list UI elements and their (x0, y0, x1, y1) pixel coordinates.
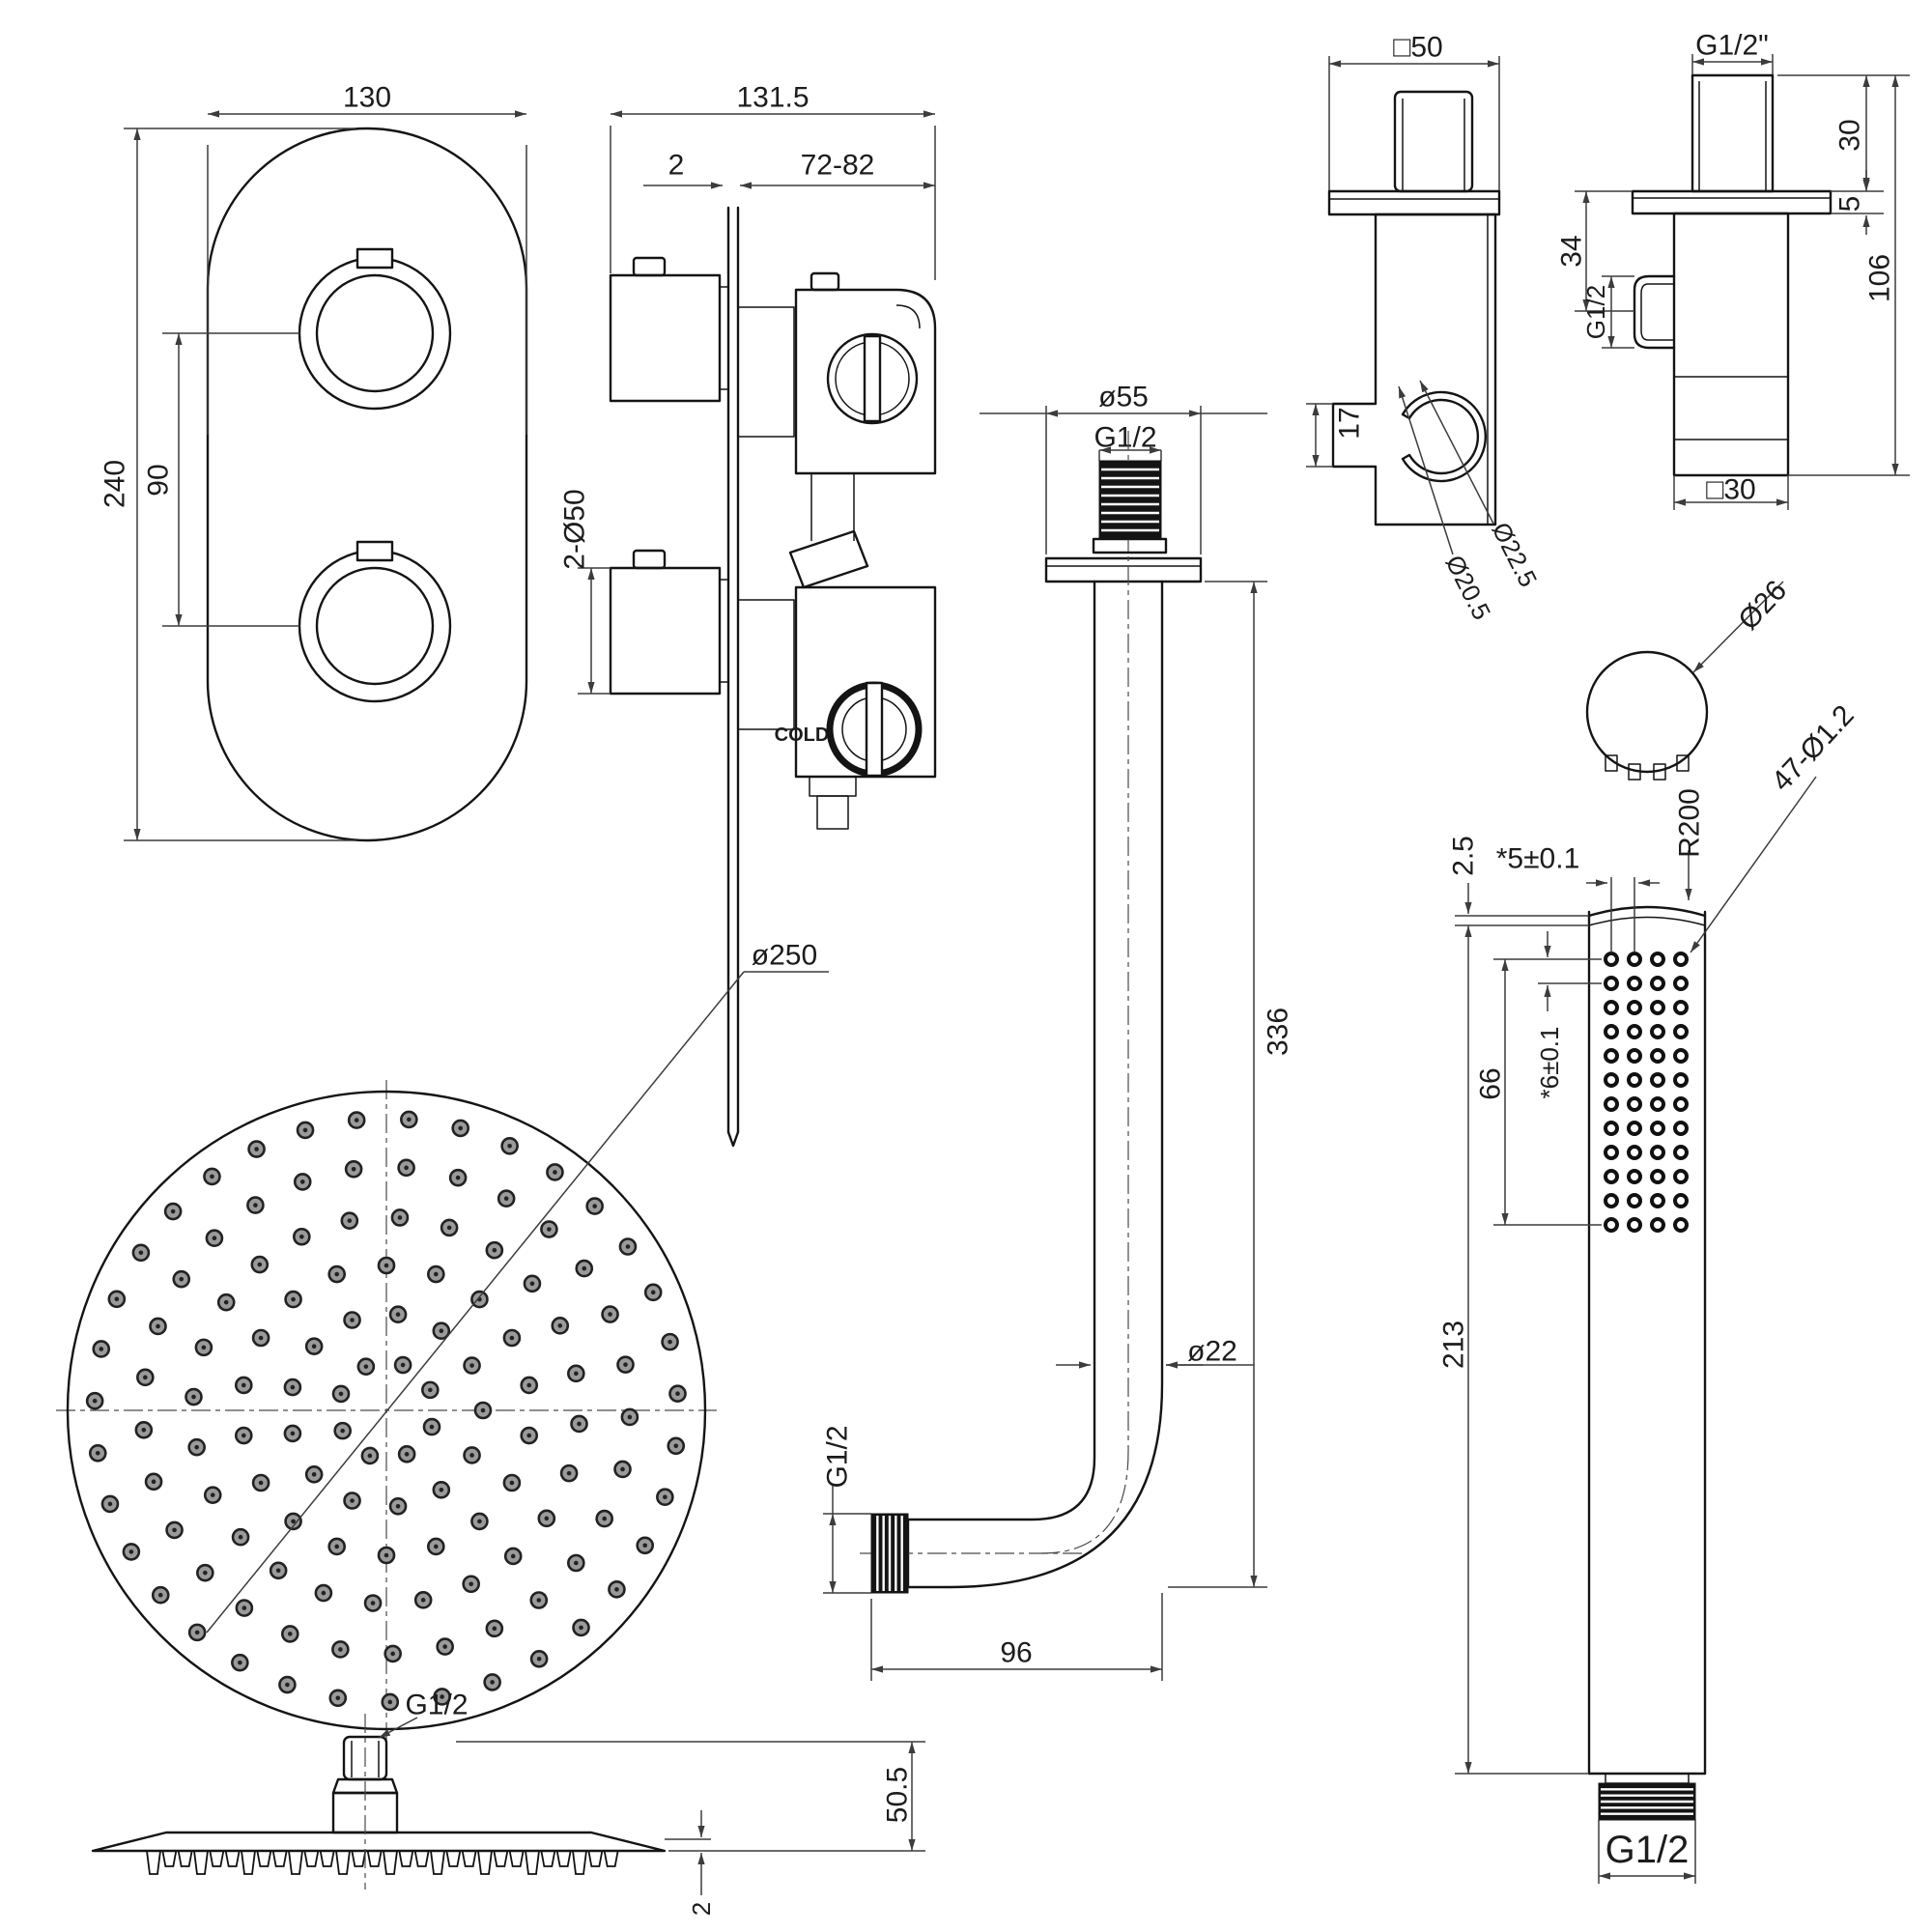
dim-hole-field: 66 (1475, 1067, 1507, 1099)
dim-arm-thread: G1/2 (1094, 422, 1156, 454)
valve-knob-top (298, 256, 452, 411)
dim-valve-depth-total: 131.5 (736, 82, 809, 114)
ceiling-arm-view: ø55 G1/2 336 ø22 G1/2 (822, 382, 1294, 1681)
outlet-side-stub (1690, 73, 1775, 193)
dim-hole-col-spacing: *5±0.1 (1496, 843, 1580, 875)
dim-arm-outlet-thread: G1/2 (822, 1425, 854, 1488)
cold-port-label: COLD (775, 724, 830, 746)
outlet-side-flange (1631, 189, 1833, 215)
check-valve-flap (788, 529, 869, 589)
rain-head-plate (91, 1831, 667, 1853)
rain-head-face (66, 1090, 707, 1731)
arm-collar (1092, 537, 1168, 554)
outlet-body (1331, 213, 1497, 526)
dim-holder-depth: 17 (1334, 407, 1366, 439)
outlet-thread-stub (1393, 90, 1474, 193)
dim-handset-thread: G1/2 (1605, 1829, 1690, 1871)
dim-holder-outer-dia: Ø22.5 (1486, 518, 1543, 592)
valve-side-view: 131.5 2 72-82 2-Ø50 COLD (559, 82, 937, 1148)
dim-knob-spacing: 90 (143, 464, 175, 496)
dim-valve-height: 240 (99, 460, 131, 508)
handset-spray-holes (1604, 952, 1689, 1233)
dim-arm-pipe-dia: ø22 (1187, 1336, 1237, 1368)
dim-arm-length: 336 (1263, 1008, 1294, 1056)
handset-view: Ø26 2.5 213 *5±0.1 R200 47-Ø1.2 66 (1438, 575, 1861, 1884)
dim-port-offset: 34 (1556, 235, 1588, 267)
dim-body-square: □30 (1706, 474, 1756, 506)
dim-outlet-total-height: 106 (1864, 254, 1896, 302)
dim-hole-count: 47-Ø1.2 (1766, 699, 1861, 798)
rain-head-side-view: G1/2 50.5 2 (91, 1690, 925, 1916)
arm-ceiling-flange (1044, 556, 1203, 583)
outlet-side-body (1672, 212, 1790, 477)
valve-body-lower (794, 585, 937, 779)
threaded-connectors (870, 460, 1696, 1821)
dim-arm-run: 96 (1000, 1637, 1032, 1669)
dim-outlet-square: □50 (1393, 32, 1443, 64)
valve-port-top (826, 332, 919, 425)
wall-outlet-front-view: □50 17 Ø22.5 Ø20.5 (1306, 32, 1543, 625)
dim-outlet-thread: G1/2" (1695, 30, 1769, 62)
dim-holder-inner-dia: Ø20.5 (1439, 551, 1496, 625)
dim-stub-height: 30 (1834, 119, 1866, 151)
knob-bottom-side (609, 566, 722, 696)
dim-depth-range: 72-82 (801, 150, 875, 182)
dim-rain-edge: 2 (687, 1902, 716, 1916)
knob-top-notch (355, 247, 394, 270)
dim-rain-thread: G1/2 (405, 1690, 468, 1721)
valve-body-upper (794, 288, 937, 475)
dim-handset-lip: 2.5 (1448, 836, 1480, 876)
dim-rain-dia: ø250 (752, 940, 817, 972)
dim-face-radius: R200 (1674, 788, 1706, 858)
dim-plate-thickness: 2 (668, 150, 685, 182)
handset-end-view (1585, 650, 1709, 774)
outlet-flange (1327, 189, 1501, 216)
dim-arm-flange: ø55 (1098, 382, 1149, 413)
dim-valve-width: 130 (343, 82, 391, 114)
dim-knob-diameter: 2-Ø50 (559, 489, 591, 569)
handset-holder-ring (1401, 390, 1487, 483)
wall-outlet-side-view: G1/2" 30 5 106 34 G1 (1556, 30, 1910, 510)
outlet-side-port (1633, 274, 1676, 350)
dim-handset-length: 213 (1438, 1321, 1470, 1369)
knob-bottom-notch (355, 540, 394, 562)
arm-pipe (906, 580, 1096, 1521)
valve-faceplate (206, 127, 528, 842)
rain-head-top-view: ø250 (56, 940, 829, 1741)
knob-top-side (609, 273, 722, 403)
rain-nozzle-teeth (146, 1850, 619, 1875)
dim-flange-thickness: 5 (1834, 196, 1866, 213)
dim-hole-row-spacing: *6±0.1 (1535, 1027, 1564, 1099)
rain-nozzles (85, 1110, 687, 1712)
dim-handset-dia: Ø26 (1732, 575, 1793, 637)
dim-rain-height: 50.5 (882, 1767, 914, 1823)
valve-front-view: 130 240 90 (99, 82, 528, 842)
valve-knob-bottom (298, 549, 452, 703)
dim-port-thread: G1/2 (1581, 285, 1610, 339)
